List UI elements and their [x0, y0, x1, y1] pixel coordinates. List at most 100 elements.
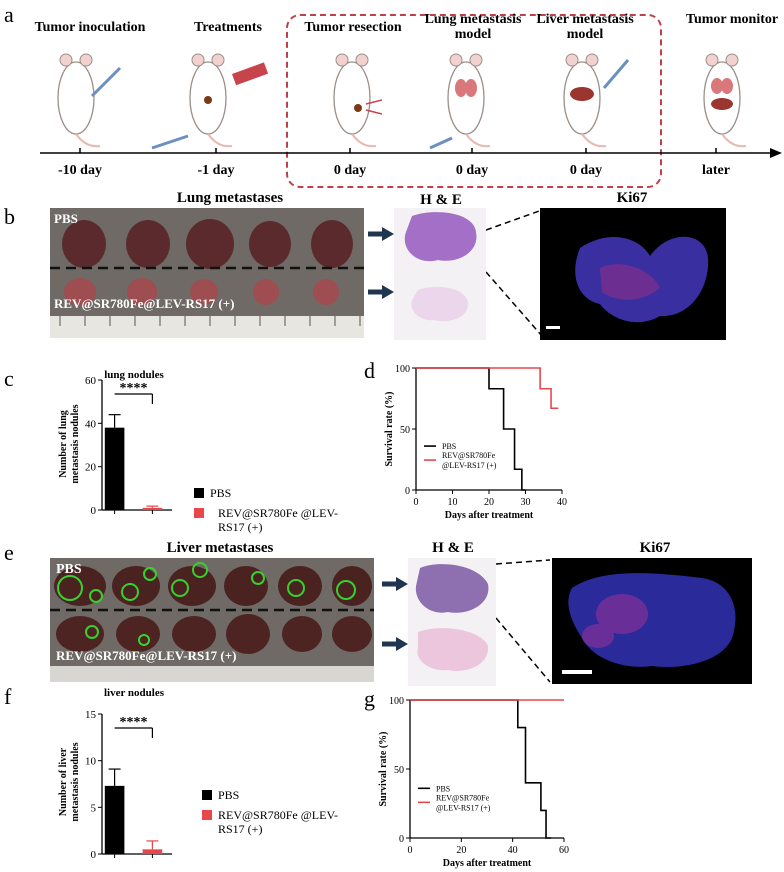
mouse-icon: [703, 53, 747, 148]
lung-he-sections: [404, 212, 477, 322]
step-title-inoculation: Tumor inoculation: [34, 20, 146, 35]
series-line-pbs: [410, 699, 552, 839]
step-title-lung-model: Lung metastasis model: [424, 12, 522, 42]
y-tick-label: 20: [85, 462, 97, 474]
x-tick-label: 20: [456, 845, 466, 856]
chart-lung-nodules: lung nodules Number of lungmetastasis no…: [58, 369, 231, 518]
lung-zoom-lines: [486, 209, 543, 337]
y-tick-label: 0: [405, 486, 410, 497]
panel-label-d: d: [364, 358, 375, 383]
legend-label-pbs: PBS: [436, 784, 450, 793]
bar-pbs: [104, 427, 125, 510]
x-axis-label: Days after treatment: [443, 858, 532, 869]
bar-pbs: [104, 785, 125, 854]
series-line-treat: [416, 367, 559, 410]
legend-swatch-treat: [202, 810, 212, 820]
significance-stars: ****: [120, 381, 148, 396]
panel-label-f: f: [4, 684, 12, 709]
liver-ki67-section: [562, 573, 736, 674]
y-axis-label: Survival rate (%): [384, 392, 395, 467]
lung-ki67-section: [546, 236, 709, 329]
mouse-icon: [429, 53, 491, 150]
lung-photo: [50, 208, 364, 338]
x-tick-label: 30: [521, 497, 531, 508]
y-tick-label: 100: [395, 364, 410, 375]
liver-he-image: [408, 558, 496, 686]
panel-label-c: c: [4, 366, 14, 391]
significance-stars: ****: [120, 715, 148, 730]
day-label: -1 day: [197, 163, 235, 178]
y-axis-label: Survival rate (%): [378, 732, 389, 807]
mouse-icon: [563, 53, 630, 148]
legend-label-treat-f: REV@SR780Fe @LEV-RS17 (+): [218, 808, 338, 836]
y-tick-label: 60: [85, 375, 97, 387]
ylabel-line2: metastasis nodules: [70, 742, 81, 821]
liver-specimens: [50, 562, 374, 682]
lung-arrows: [368, 227, 394, 299]
liver-he-sections: [415, 564, 489, 671]
ylabel-line1: Number of liver: [58, 747, 69, 816]
x-tick-label: 40: [557, 497, 567, 508]
y-tick-label: 40: [85, 418, 97, 430]
liver-he-title: H & E: [432, 540, 474, 556]
panel-label-g: g: [364, 686, 375, 711]
mouse-icon: [57, 53, 122, 148]
liver-ki67-title: Ki67: [639, 540, 671, 556]
panel-label-b: b: [4, 204, 15, 229]
x-tick-label: 0: [408, 845, 413, 856]
y-tick-label: 100: [389, 696, 404, 707]
lung-he-image: [394, 208, 486, 340]
legend-swatch-pbs: [194, 488, 204, 498]
lung-ki67-title: Ki67: [616, 190, 648, 206]
day-label: later: [702, 163, 730, 178]
bars: ****: [104, 381, 163, 510]
lung-treat-label: REV@SR780Fe@LEV-RS17 (+): [54, 296, 235, 311]
bars: ****: [104, 715, 163, 854]
legend-label-treat-1: REV@SR780Fe: [442, 451, 496, 460]
day-label: 0 day: [569, 163, 603, 178]
y-tick-label: 10: [85, 756, 97, 768]
mouse-icon: [333, 53, 383, 148]
lung-pbs-label: PBS: [54, 211, 78, 226]
legend-swatch-pbs: [202, 790, 212, 800]
liver-treat-label: REV@SR780Fe@LEV-RS17 (+): [56, 648, 237, 663]
legend-label-pbs: PBS: [442, 442, 456, 451]
legend-swatch-treat: [194, 508, 204, 518]
lung-specimens: [50, 219, 364, 338]
legend-label-pbs: PBS: [218, 788, 239, 802]
x-tick-label: 60: [559, 845, 569, 856]
day-label: 0 day: [333, 163, 367, 178]
chart-title: liver nodules: [104, 687, 165, 699]
y-tick-label: 0: [91, 505, 97, 517]
y-tick-label: 15: [85, 709, 97, 721]
legend: PBS: [202, 788, 239, 820]
y-tick-label: 50: [394, 765, 404, 776]
x-tick-label: 20: [484, 497, 494, 508]
liver-title: Liver metastases: [166, 540, 274, 556]
y-tick-label: 5: [91, 802, 97, 814]
series-line-pbs: [416, 367, 526, 491]
model-dashed-box: [286, 14, 662, 188]
liver-ki67-image: [552, 558, 752, 684]
x-tick-label: 0: [414, 497, 419, 508]
step-title-monitor: Tumor monitor: [685, 12, 779, 27]
bar-treat: [142, 507, 163, 510]
ylabel-line1: Number of lung: [58, 410, 69, 478]
liver-pbs-label: PBS: [56, 562, 82, 577]
step-title-treatments: Treatments: [194, 20, 262, 35]
lung-he-title: H & E: [420, 192, 462, 208]
mouse-illustrations: [57, 53, 747, 150]
chart-title: lung nodules: [104, 369, 164, 381]
liver-photo: [50, 558, 374, 682]
panel-label-a: a: [4, 2, 14, 27]
step-title-liver-model: Liver metastasis model: [536, 12, 634, 42]
y-axis-label: Number of lungmetastasis nodules: [58, 404, 81, 483]
ylabel-line2: metastasis nodules: [70, 404, 81, 483]
chart-liver-nodules: liver nodules Number of livermetastasis …: [58, 687, 239, 861]
legend-label-treat-2: @LEV-RS17 (+): [442, 461, 497, 470]
y-axis-label: Number of livermetastasis nodules: [58, 742, 81, 821]
x-tick-label: 40: [508, 845, 518, 856]
axes: 0 20 40 60: [85, 375, 172, 517]
